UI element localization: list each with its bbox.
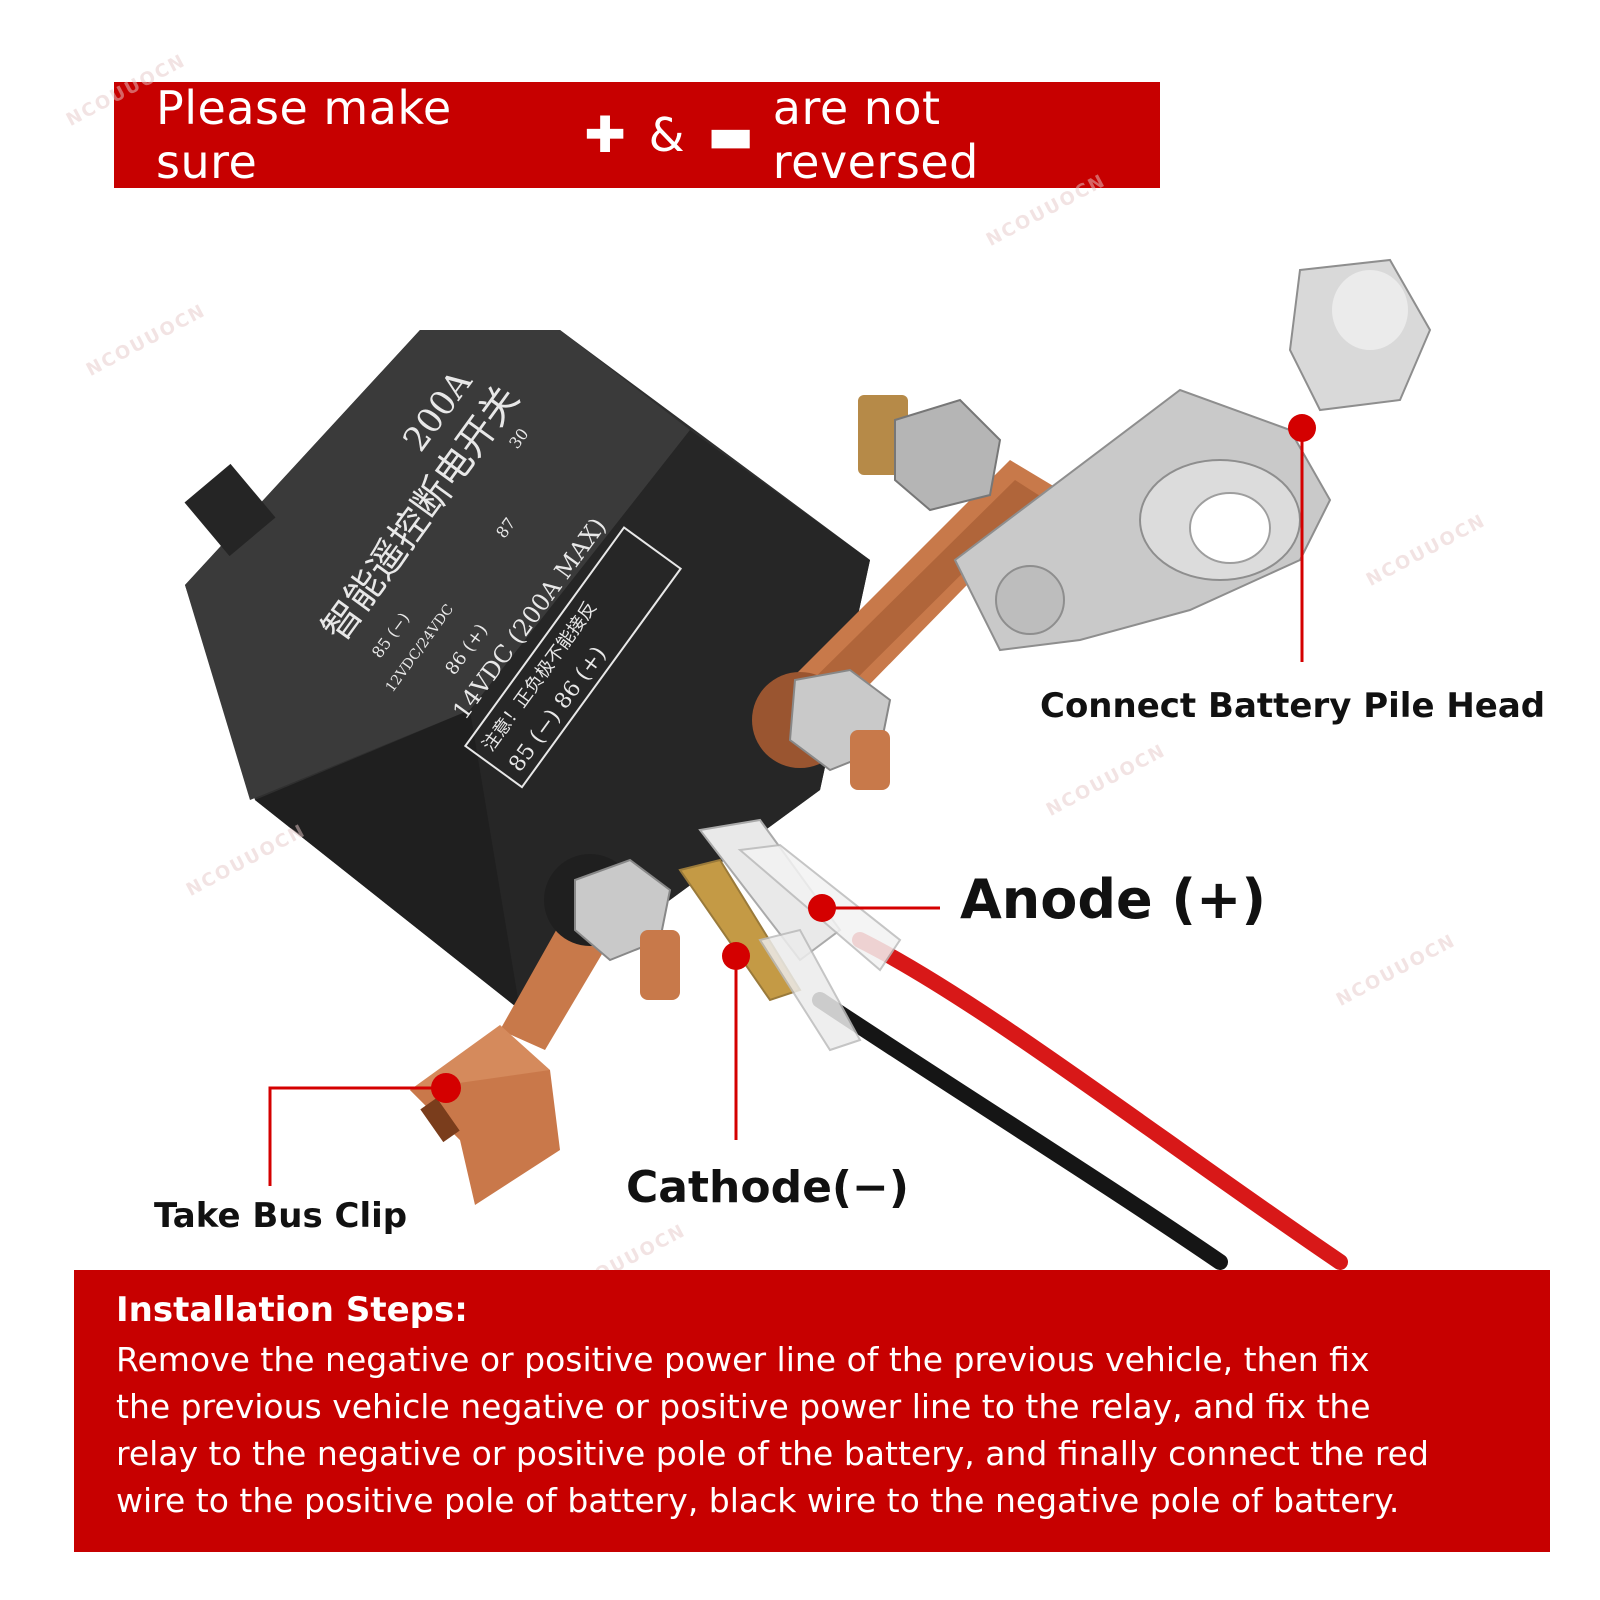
ampersand-text: & bbox=[648, 108, 685, 162]
label-bus-clip: Take Bus Clip bbox=[154, 1196, 408, 1236]
marker-pile bbox=[1288, 414, 1316, 442]
installation-step-line: the previous vehicle negative or positiv… bbox=[116, 1387, 1371, 1426]
callout-bus bbox=[268, 1086, 446, 1186]
installation-steps-body: Remove the negative or positive power li… bbox=[116, 1336, 1510, 1524]
black-wire bbox=[812, 992, 1228, 1270]
installation-step-line: wire to the positive pole of battery, bl… bbox=[116, 1481, 1400, 1520]
installation-steps-title: Installation Steps: bbox=[116, 1290, 468, 1330]
warning-text-after: are not reversed bbox=[772, 81, 979, 189]
marker-cathode bbox=[722, 942, 750, 970]
marker-anode bbox=[808, 894, 836, 922]
label-battery-pile-head: Connect Battery Pile Head bbox=[1040, 686, 1546, 726]
label-cathode: Cathode(−) bbox=[626, 1162, 909, 1213]
warning-text-before: Please make sure bbox=[156, 81, 452, 189]
plus-icon: ✚ bbox=[584, 106, 627, 164]
installation-step-line: Remove the negative or positive power li… bbox=[116, 1340, 1370, 1379]
installation-step-line: relay to the negative or positive pole o… bbox=[116, 1434, 1429, 1473]
label-anode: Anode (+) bbox=[960, 868, 1267, 931]
marker-bus bbox=[431, 1073, 461, 1103]
warning-banner: Please make sure ✚ & ▬ are not reversed bbox=[114, 81, 1160, 189]
installation-steps-panel: Installation Steps: Remove the negative … bbox=[74, 1270, 1550, 1552]
bus-clip bbox=[410, 854, 680, 1205]
red-wire bbox=[852, 932, 1348, 1270]
upper-terminal bbox=[752, 395, 1060, 790]
spade-terminals bbox=[678, 818, 902, 1052]
battery-clamp bbox=[953, 258, 1432, 652]
minus-icon: ▬ bbox=[707, 106, 755, 164]
